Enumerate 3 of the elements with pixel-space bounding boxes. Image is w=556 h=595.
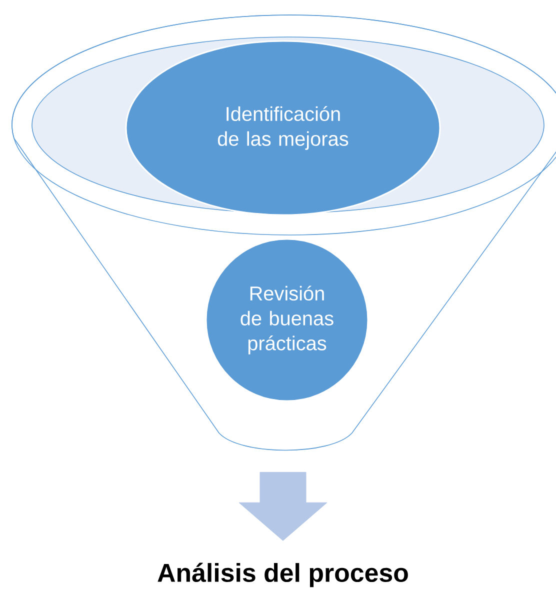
result-label: Análisis del proceso (158, 562, 408, 588)
funnel-drawing (12, 14, 556, 451)
block-arrow (238, 472, 328, 541)
